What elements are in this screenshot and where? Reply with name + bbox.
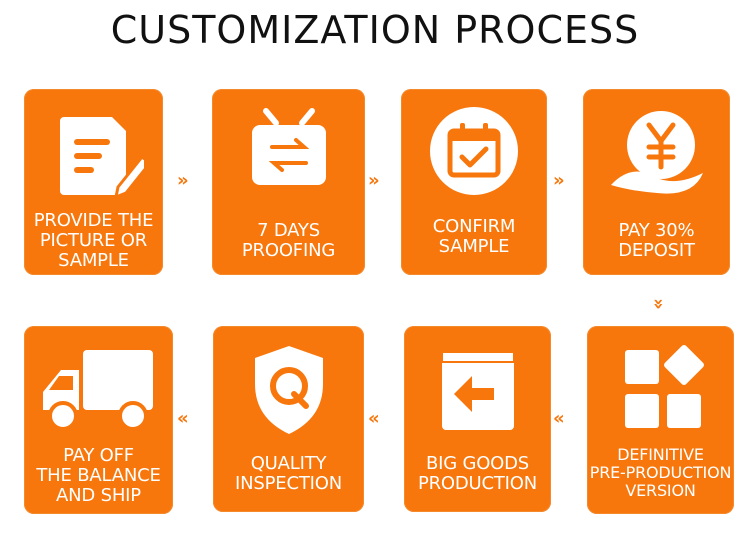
step-label: PAY 30%DEPOSIT [618, 220, 695, 261]
yen-coin-hand-icon [583, 103, 730, 199]
tv-exchange-icon [212, 105, 365, 195]
arrow-right-icon: » [368, 170, 380, 191]
arrow-right-icon: » [177, 170, 189, 191]
arrow-down-icon: » [647, 298, 669, 310]
truck-icon [24, 344, 173, 440]
blocks-icon [587, 344, 734, 436]
arrow-left-icon: « [553, 408, 565, 429]
step-card-deposit: PAY 30%DEPOSIT [583, 89, 730, 275]
page-title: CUSTOMIZATION PROCESS [110, 8, 640, 52]
arrow-left-icon: « [177, 408, 189, 429]
arrow-left-icon: « [368, 408, 380, 429]
arrow-right-icon: » [553, 170, 565, 191]
box-arrow-icon [404, 344, 551, 436]
calendar-check-icon [401, 105, 547, 197]
shield-q-icon [213, 340, 364, 440]
document-pen-icon [24, 109, 163, 199]
